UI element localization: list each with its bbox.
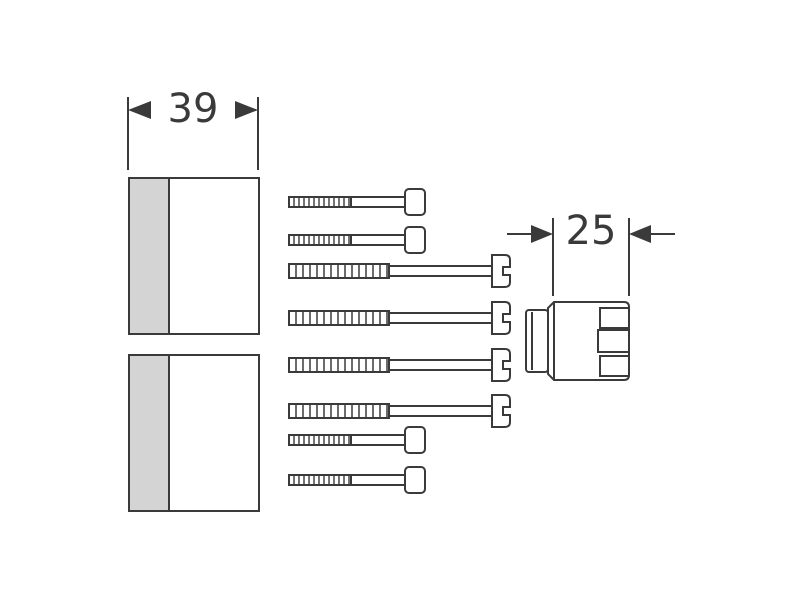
screw-head [404, 226, 426, 254]
long-screw-4 [288, 394, 511, 428]
short-screw-3 [288, 426, 426, 454]
long-screw-1 [288, 254, 511, 288]
screw-shank [388, 265, 493, 277]
short-screw-1 [288, 188, 426, 216]
extension-block-upper [128, 177, 260, 335]
screw-shank [350, 234, 406, 246]
long-screw-2 [288, 301, 511, 335]
screw-shank [388, 359, 493, 371]
short-screw-2 [288, 226, 426, 254]
screw-head [491, 394, 511, 428]
dimension-arrow-left [128, 101, 151, 119]
adapter-slot-lower [599, 355, 629, 377]
screw-head [491, 254, 511, 288]
screw-shank [350, 434, 406, 446]
dimension-label-width: 39 [168, 86, 219, 132]
dimension-arrow-right [235, 101, 258, 119]
adapter-body [547, 301, 630, 381]
screw-thread [288, 357, 390, 373]
block-side-face [129, 178, 169, 334]
screw-head [491, 301, 511, 335]
dimension-arrow-right [629, 225, 651, 243]
screw-shank [388, 405, 493, 417]
dimension-depth: 25 [507, 208, 675, 296]
long-screw-3 [288, 348, 511, 382]
adapter-slot-upper [599, 307, 629, 329]
block-outline [128, 354, 260, 512]
screw-shank [350, 196, 406, 208]
adapter-collar [525, 309, 549, 373]
screw-thread [288, 403, 390, 419]
dimension-width: 39 [127, 86, 259, 170]
screw-thread [288, 263, 390, 279]
screw-head [404, 188, 426, 216]
extension-block-lower [128, 354, 260, 512]
screw-set [288, 188, 511, 494]
block-outline [128, 177, 260, 335]
short-screw-4 [288, 466, 426, 494]
screw-shank [388, 312, 493, 324]
adapter-fitting [525, 301, 630, 381]
screw-head [404, 426, 426, 454]
adapter-slot-middle [597, 329, 629, 353]
screw-thread [288, 310, 390, 326]
screw-head [404, 466, 426, 494]
screw-shank [350, 474, 406, 486]
screw-head [491, 348, 511, 382]
block-side-face [129, 355, 169, 511]
dimension-label-depth: 25 [566, 208, 617, 254]
dimension-arrow-left [531, 225, 553, 243]
